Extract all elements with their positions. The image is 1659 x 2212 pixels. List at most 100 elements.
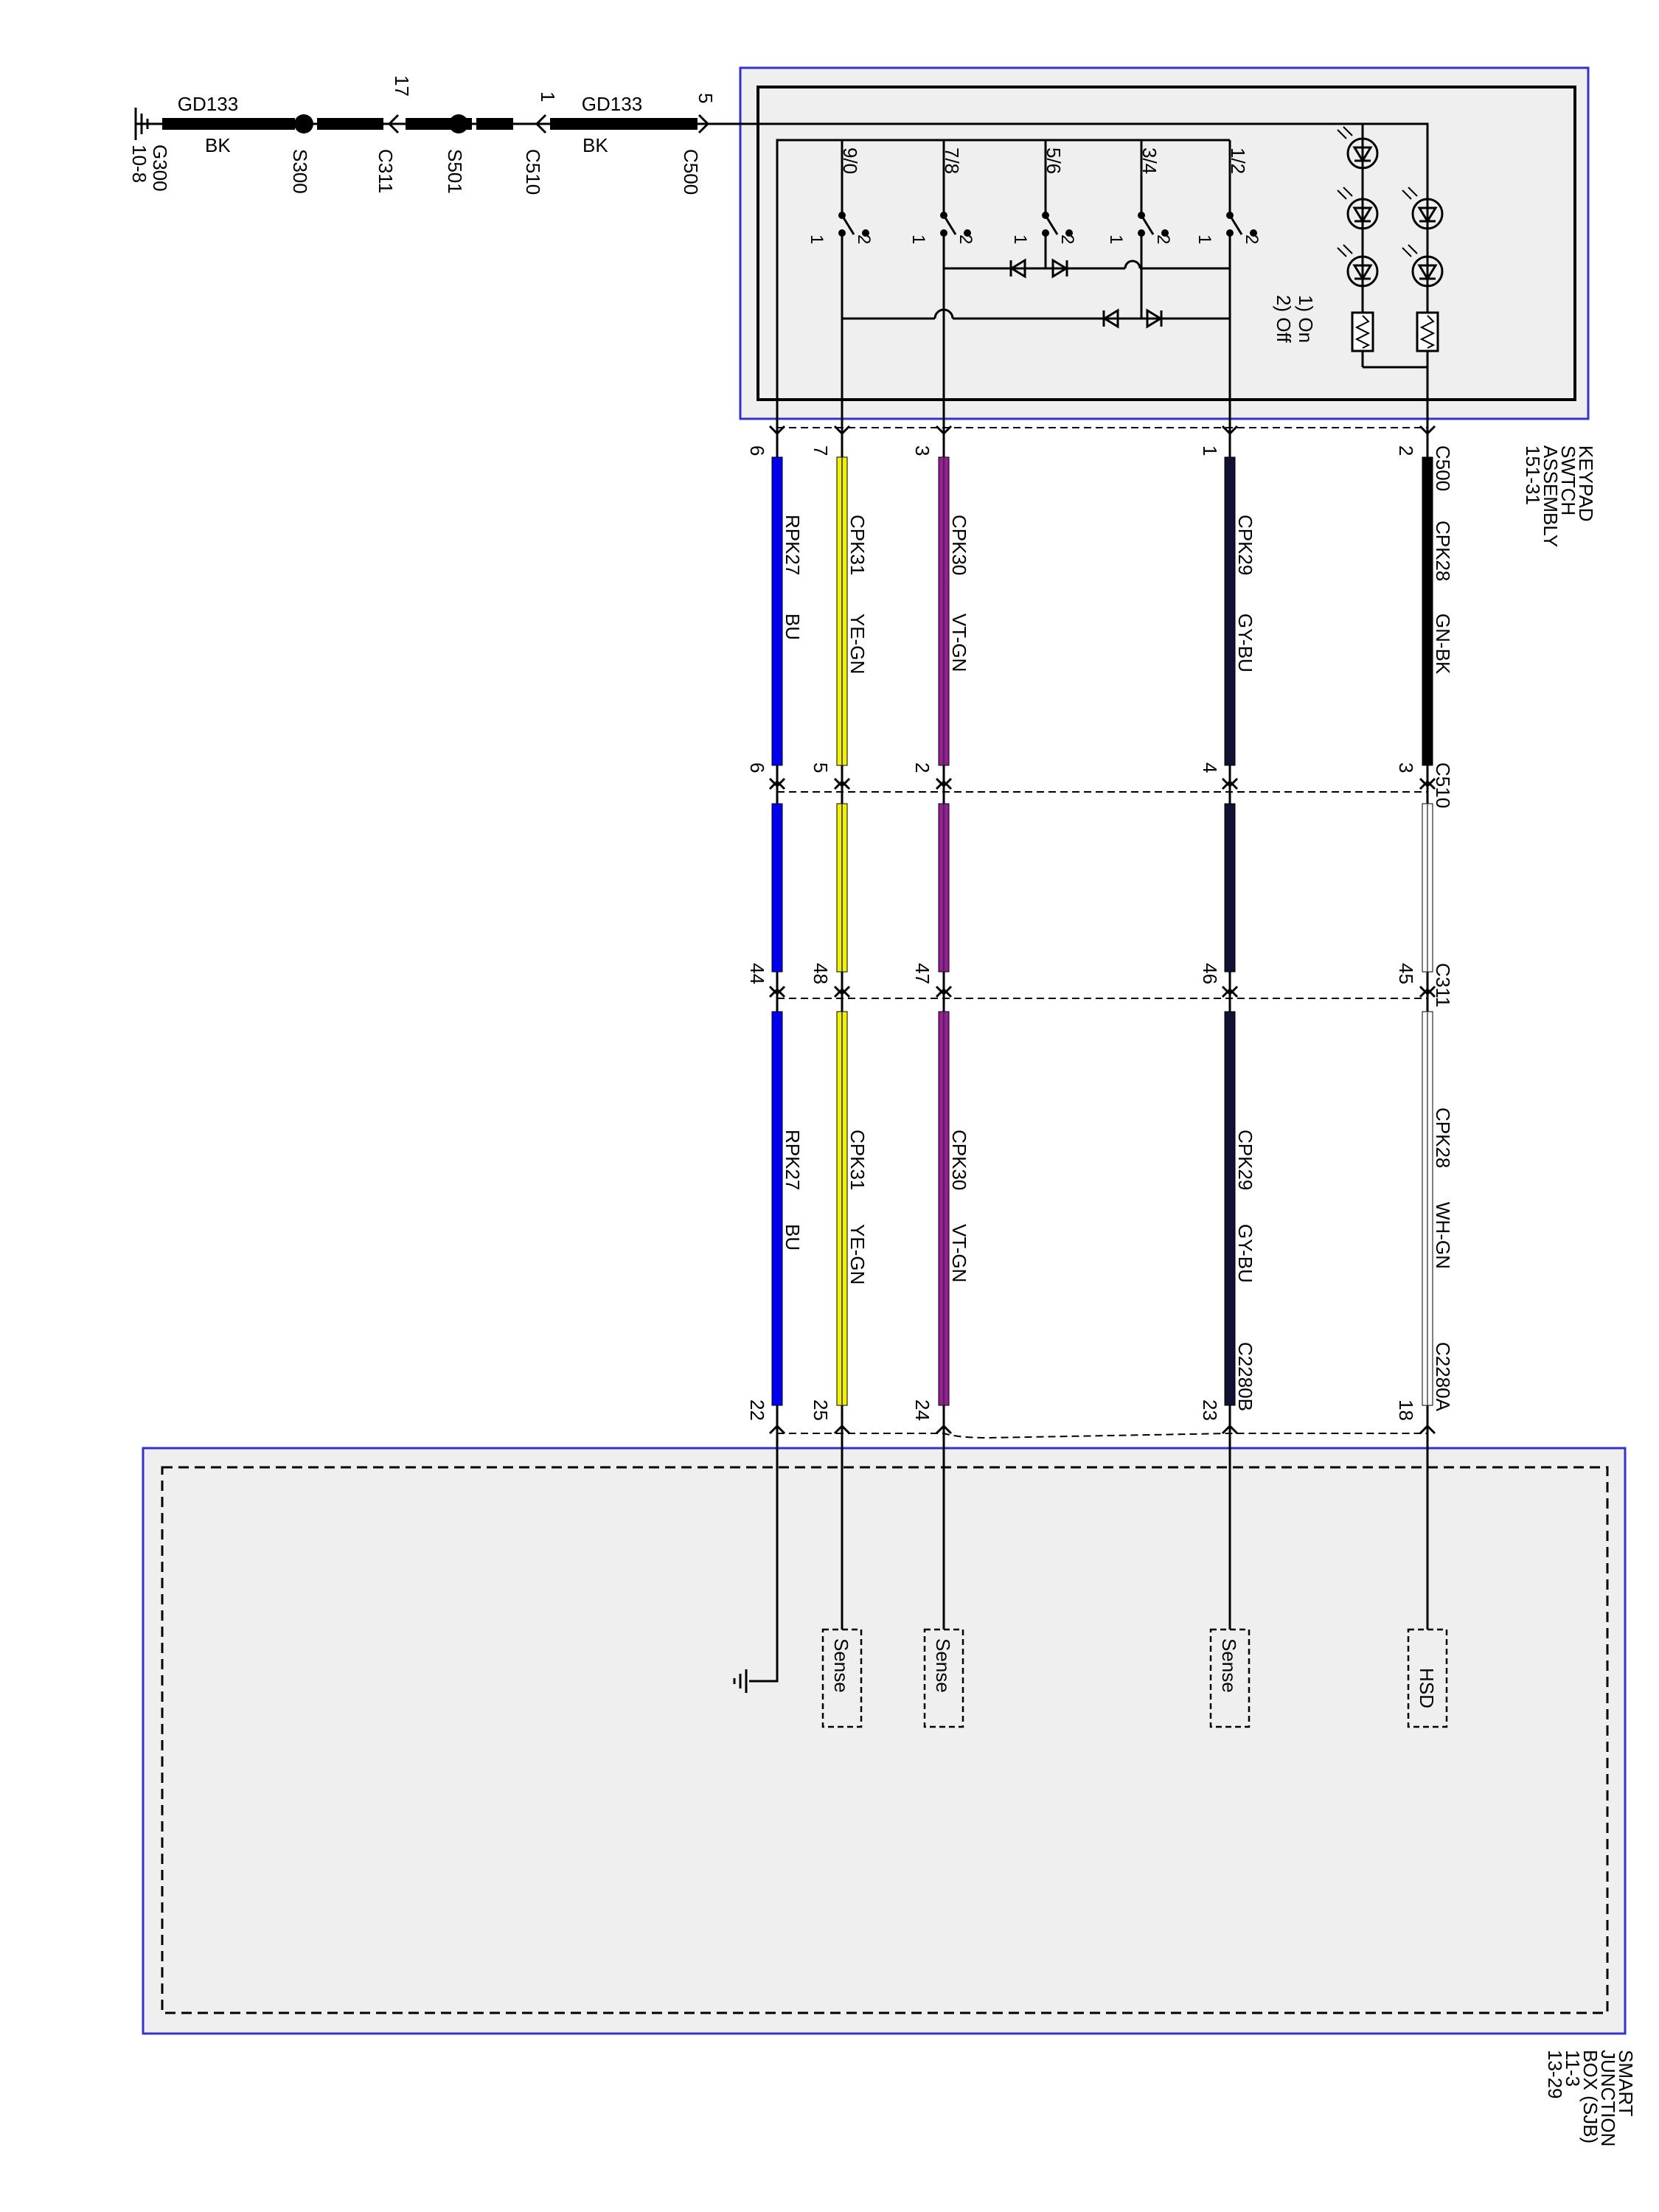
switch-pos-one: 1 bbox=[1194, 234, 1214, 244]
ground-strip: GD133 BK GD133 BK G300 10-8 S300 S501 C3… bbox=[128, 75, 717, 195]
connector-label-c2280b: C2280B bbox=[1234, 1342, 1256, 1411]
keypad-inner-frame bbox=[757, 86, 1576, 401]
ground-ref-label: 10-8 bbox=[128, 145, 150, 183]
wire-color-label: YE-GN bbox=[846, 1224, 869, 1284]
ground-id-label: G300 bbox=[149, 145, 171, 192]
connector-c2280-dash bbox=[777, 1433, 1427, 1439]
switch-9-0 bbox=[838, 212, 869, 237]
splice-label-s300: S300 bbox=[289, 149, 311, 194]
switch-label-1-2: 1/2 bbox=[1227, 147, 1249, 174]
pin-number: 3 bbox=[1395, 762, 1417, 773]
pin-number: 2 bbox=[1395, 445, 1417, 456]
pin-number: 25 bbox=[810, 1399, 832, 1421]
sjb-module-label: SMART JUNCTION BOX (SJB) 11-3 13-29 bbox=[1544, 2050, 1637, 2146]
wire-color-label: WH-GN bbox=[1432, 1202, 1454, 1269]
switch-pos-one: 1 bbox=[807, 234, 827, 244]
sjb-function-label: Sense bbox=[1218, 1638, 1240, 1693]
switch-pos-two: 2 bbox=[1153, 234, 1173, 244]
connector-label-c510: C510 bbox=[1432, 762, 1454, 808]
switch-pos-one: 1 bbox=[1010, 234, 1030, 244]
connector-c311-ground-icon bbox=[387, 114, 400, 134]
pin-number: 4 bbox=[1199, 762, 1221, 773]
sjb-function-label: HSD bbox=[1416, 1668, 1438, 1708]
ground-icon bbox=[733, 1669, 748, 1693]
wire-color-label: VT-GN bbox=[948, 613, 970, 672]
pin-number: 18 bbox=[1395, 1399, 1417, 1421]
connector-arrows bbox=[768, 425, 1436, 1435]
connector-label-c2280a: C2280A bbox=[1432, 1342, 1454, 1412]
wire-cpk29 bbox=[1224, 456, 1236, 1406]
switch-1-2 bbox=[1226, 212, 1257, 237]
connector-label-c311: C311 bbox=[1432, 963, 1454, 1007]
switch-label-7-8: 7/8 bbox=[941, 147, 963, 174]
switch-legend-off: 2) Off bbox=[1273, 295, 1295, 343]
pin-number: 44 bbox=[746, 963, 768, 984]
svg-text:11-3: 11-3 bbox=[1562, 2050, 1584, 2087]
svg-text:13-29: 13-29 bbox=[1544, 2050, 1566, 2099]
svg-text:SWTCH: SWTCH bbox=[1557, 445, 1579, 515]
svg-text:KEYPAD: KEYPAD bbox=[1575, 445, 1597, 522]
circuit-label: CPK31 bbox=[846, 1130, 869, 1190]
pin-number: 46 bbox=[1199, 963, 1221, 984]
ground-wire-circuit-right: GD133 bbox=[582, 93, 642, 115]
switch-label-9-0: 9/0 bbox=[839, 147, 861, 174]
pin-number: 7 bbox=[810, 445, 832, 456]
sjb-function-box bbox=[1209, 1628, 1251, 1728]
sjb-module: HSD Sense Sense Sense bbox=[142, 1445, 1627, 2035]
wire-color-label: YE-GN bbox=[846, 613, 869, 674]
switch-pos-two: 2 bbox=[1242, 234, 1262, 244]
resistor-icon bbox=[1351, 311, 1374, 352]
pin-number: 24 bbox=[911, 1399, 933, 1421]
pin-number: 6 bbox=[746, 445, 768, 456]
circuit-label: CPK28 bbox=[1432, 521, 1454, 581]
wire-cpk31 bbox=[836, 456, 848, 1406]
keypad-module: 9/0 7/8 5/6 3/4 1/2 1 2 1 2 1 2 1 2 1 2 … bbox=[714, 66, 1590, 426]
switch-7-8 bbox=[940, 212, 971, 237]
connector-label-c510: C510 bbox=[522, 149, 544, 195]
ground-wire-circuit-left: GD133 bbox=[178, 93, 238, 115]
wire-color-label: GY-BU bbox=[1234, 613, 1256, 672]
resistor-icon bbox=[1416, 311, 1439, 352]
circuit-label: RPK27 bbox=[782, 515, 804, 575]
switch-legend-on: 1) On bbox=[1295, 295, 1317, 343]
svg-text:JUNCTION: JUNCTION bbox=[1597, 2050, 1619, 2146]
pin-number: 48 bbox=[810, 963, 832, 984]
splice-label-s501: S501 bbox=[444, 149, 466, 194]
sjb-function-box bbox=[821, 1628, 863, 1728]
sjb-module-border bbox=[142, 1447, 1627, 2035]
pin-number: 23 bbox=[1199, 1399, 1221, 1421]
sjb-function-label: Sense bbox=[830, 1638, 852, 1693]
switch-pos-two: 2 bbox=[854, 234, 874, 244]
connector-label-c500: C500 bbox=[1432, 445, 1454, 491]
pin-number: 22 bbox=[746, 1399, 768, 1421]
splice-dot-s501 bbox=[449, 114, 468, 133]
pin-number: 5 bbox=[810, 762, 832, 773]
wire-color-label: BU bbox=[782, 613, 804, 640]
connector-label-c311: C311 bbox=[375, 149, 397, 193]
switch-pos-two: 2 bbox=[956, 234, 975, 244]
pin-number: 45 bbox=[1395, 963, 1417, 984]
connector-c500-ground-icon bbox=[698, 114, 710, 134]
svg-text:SMART: SMART bbox=[1615, 2050, 1637, 2117]
circuit-label: RPK27 bbox=[782, 1130, 804, 1190]
ground-icon bbox=[134, 108, 149, 140]
switch-pos-one: 1 bbox=[1106, 234, 1126, 244]
circuit-labels: CPK28 GN-BK CPK28 WH-GN CPK29 GY-BU CPK2… bbox=[782, 515, 1454, 1284]
circuit-label: CPK29 bbox=[1234, 515, 1256, 575]
pin-number: 2 bbox=[911, 762, 933, 773]
svg-text:151-31: 151-31 bbox=[1522, 445, 1544, 505]
sjb-inner-dashed bbox=[161, 1466, 1609, 2014]
pin-numbers: 2 1 3 7 6 3 4 2 5 6 45 46 47 48 44 18 23… bbox=[746, 445, 1417, 1421]
wire-joints bbox=[776, 426, 1429, 1445]
switch-pos-one: 1 bbox=[908, 234, 928, 244]
pin-number: 6 bbox=[746, 762, 768, 773]
wire-rpk27 bbox=[771, 456, 783, 1406]
switch-pos-two: 2 bbox=[1057, 234, 1077, 244]
wire-cpk30 bbox=[938, 456, 950, 1406]
connector-pin-c510: 1 bbox=[537, 91, 559, 102]
circuit-label: CPK30 bbox=[948, 1130, 970, 1190]
svg-text:ASSEMBLY: ASSEMBLY bbox=[1540, 445, 1562, 547]
circuit-label: CPK29 bbox=[1234, 1130, 1256, 1190]
circuit-label: CPK31 bbox=[846, 515, 869, 575]
